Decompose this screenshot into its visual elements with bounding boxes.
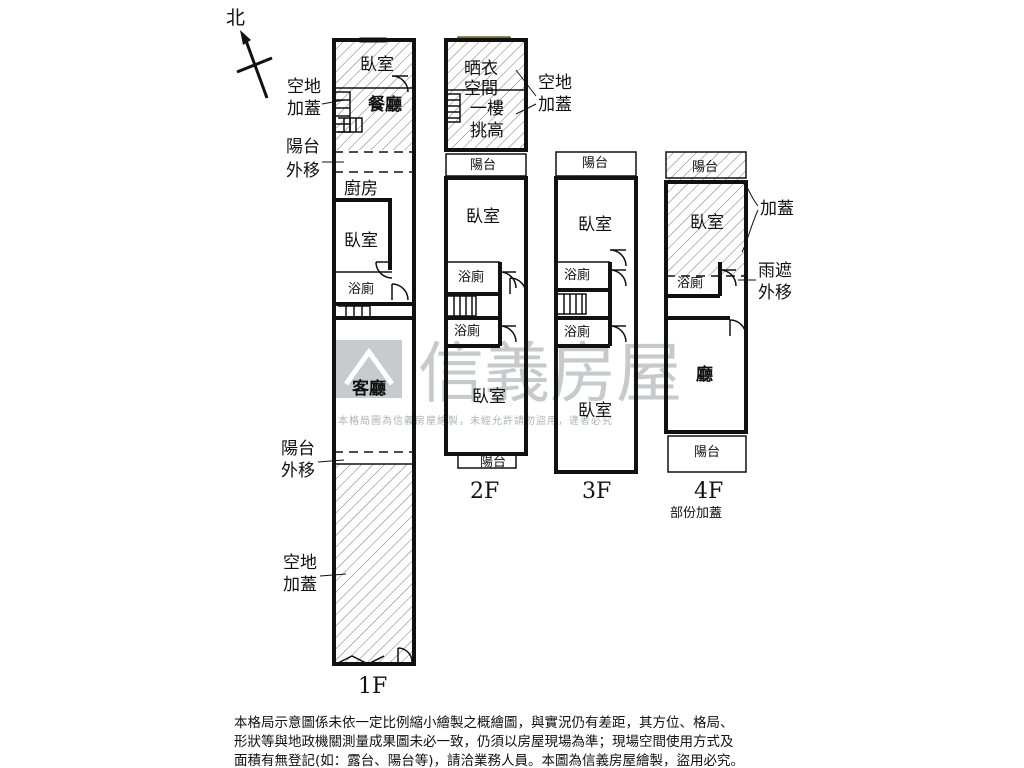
floor-label-2f: 2F bbox=[470, 479, 499, 504]
hatch-1f-bottom bbox=[334, 464, 414, 664]
north-crossbar-icon bbox=[236, 56, 273, 74]
room-2f-drying-b: 空間 bbox=[464, 79, 498, 99]
note-4f-canopy-a: 雨遮 bbox=[758, 261, 792, 281]
stairs-3f bbox=[558, 293, 587, 315]
room-1f-bedroom: 臥室 bbox=[360, 55, 394, 75]
note-1f-balcony-a: 陽台 bbox=[286, 137, 320, 157]
door-3f-bath2 bbox=[609, 325, 627, 343]
room-4f-bedroom: 臥室 bbox=[690, 213, 724, 233]
outer-wall-2f bbox=[444, 176, 528, 456]
room-2f-balcony-top: 陽台 bbox=[470, 158, 496, 173]
room-1f-dining: 餐廳 bbox=[368, 94, 402, 115]
stairs-2f bbox=[448, 295, 477, 317]
north-arrow-icon bbox=[243, 37, 269, 99]
leader-1f-open-bot bbox=[319, 573, 347, 577]
outer-wall-4f bbox=[664, 180, 748, 434]
leader-4f-added bbox=[741, 179, 759, 253]
note-2f-open-b: 加蓋 bbox=[538, 95, 572, 115]
floor-3f: 陽台 臥室 浴廁 浴廁 臥室 3F bbox=[554, 151, 638, 504]
floor-label-3f: 3F bbox=[582, 479, 611, 504]
room-1f-bedroom2: 臥室 bbox=[344, 231, 378, 251]
floor-1f: 臥室 餐廳 廚房 臥室 浴廁 客廳 空地 加蓋 陽台 外移 陽台 外移 空地 加… bbox=[281, 37, 416, 699]
room-1f-living: 客廳 bbox=[351, 378, 386, 399]
north-arrowhead-icon bbox=[240, 30, 251, 45]
balcony-4f-top bbox=[665, 151, 747, 179]
leader-2f-open-a bbox=[515, 69, 537, 97]
door-2f-bath2 bbox=[499, 325, 517, 343]
door-3f-bedroom bbox=[609, 249, 627, 267]
room-3f-bath1: 浴廁 bbox=[564, 267, 590, 283]
room-2f-bath2: 浴廁 bbox=[454, 323, 480, 339]
door-4f-bath bbox=[719, 269, 737, 287]
disclaimer: 本格局示意圖係未依一定比例縮小繪製之概繪圖，與實況仍有差距，其方位、格局、 形狀… bbox=[234, 714, 744, 768]
room-4f-bath: 浴廁 bbox=[677, 275, 703, 291]
floor-2f: 晒衣 空間 一樓 挑高 陽台 臥室 浴廁 浴廁 臥室 陽台 空地 加蓋 2F bbox=[444, 36, 572, 504]
room-4f-balcony-top: 陽台 bbox=[692, 160, 718, 175]
door-1f-entrance bbox=[397, 647, 413, 664]
watermark-notice: 本格局圖為信義房屋繪製，未經允許請勿盜用，違者必究 bbox=[338, 414, 613, 427]
room-4f-hall: 廳 bbox=[696, 364, 713, 385]
disclaimer-line-1: 本格局示意圖係未依一定比例縮小繪製之概繪圖，與實況仍有差距，其方位、格局、 bbox=[234, 714, 734, 731]
leader-1f-balcony2 bbox=[317, 459, 345, 463]
note-1f-balcony-b: 外移 bbox=[286, 161, 320, 181]
hatch-4f bbox=[666, 152, 746, 276]
gate-1f bbox=[335, 655, 385, 665]
door-4f-hall bbox=[729, 319, 747, 337]
wall-1f-bedroom2 bbox=[334, 198, 392, 270]
north-arrow: 北 bbox=[226, 7, 273, 99]
leader-2f-open-b bbox=[515, 103, 537, 115]
floor-sublabel-4f: 部份加蓋 bbox=[670, 506, 722, 521]
note-1f-open-b: 加蓋 bbox=[287, 99, 321, 119]
note-1f-balcony2-b: 外移 bbox=[281, 461, 315, 481]
room-2f-drying-a: 晒衣 bbox=[464, 59, 498, 79]
stairs-1f-bottom bbox=[338, 305, 371, 319]
note-1f-open-bot-b: 加蓋 bbox=[283, 575, 317, 595]
balcony-2f-bottom bbox=[457, 456, 517, 469]
room-4f-balcony-bot: 陽台 bbox=[694, 445, 720, 460]
floor-label-1f: 1F bbox=[358, 674, 387, 699]
note-1f-open-a: 空地 bbox=[287, 77, 321, 97]
note-1f-balcony2-a: 陽台 bbox=[281, 439, 315, 459]
room-2f-void-a: 一樓 bbox=[470, 99, 504, 119]
door-3f-bath1 bbox=[609, 269, 627, 287]
room-2f-bedroom: 臥室 bbox=[466, 207, 500, 227]
disclaimer-line-3: 面積有無登記(如：露台、陽台等)，請洽業務人員。本圖為信義房屋繪製，盜用必究。 bbox=[234, 752, 744, 768]
note-4f-canopy-b: 外移 bbox=[758, 283, 792, 303]
disclaimer-line-2: 形狀等與地政機關測量成果圖未必一致，仍須以房屋現場為準；現場空間使用方式及 bbox=[234, 733, 734, 750]
room-2f-void-b: 挑高 bbox=[470, 121, 504, 141]
room-1f-kitchen: 廚房 bbox=[344, 178, 378, 199]
stairs-1f-lower bbox=[338, 117, 363, 133]
note-1f-open-bot-a: 空地 bbox=[283, 553, 317, 573]
outer-wall-3f bbox=[554, 176, 638, 474]
note-4f-added: 加蓋 bbox=[760, 199, 794, 219]
room-2f-bedroom2: 臥室 bbox=[472, 387, 506, 407]
door-1f-bedroom2 bbox=[375, 261, 393, 279]
room-2f-bath1: 浴廁 bbox=[458, 269, 484, 285]
door-2f-bath1 bbox=[499, 271, 517, 289]
room-2f-balcony-bot: 陽台 bbox=[480, 455, 506, 470]
floor-4f: 陽台 臥室 浴廁 廳 陽台 加蓋 雨遮 外移 4F 部份加蓋 bbox=[664, 151, 794, 521]
room-3f-balcony-top: 陽台 bbox=[582, 156, 608, 171]
balcony-4f-bottom bbox=[667, 435, 747, 473]
watermark: 信義房屋 本格局圖為信義房屋繪製，未經允許請勿盜用，違者必究 bbox=[336, 335, 682, 427]
room-3f-bedroom2: 臥室 bbox=[578, 401, 612, 421]
room-1f-bath: 浴廁 bbox=[348, 281, 374, 297]
door-2f-hall bbox=[509, 277, 527, 295]
watermark-logo-mark-icon bbox=[343, 347, 395, 386]
floor-label-4f: 4F bbox=[694, 479, 723, 504]
note-2f-open-a: 空地 bbox=[538, 73, 572, 93]
outer-wall-1f bbox=[332, 38, 416, 666]
door-1f-bedroom bbox=[391, 75, 409, 93]
stairs-2f-upper bbox=[448, 93, 461, 123]
leader-1f-open-top bbox=[321, 99, 345, 105]
outer-wall-2f-upper bbox=[444, 38, 528, 152]
door-1f-bath bbox=[391, 283, 409, 301]
room-3f-bedroom: 臥室 bbox=[578, 215, 612, 235]
north-label: 北 bbox=[226, 7, 245, 29]
room-3f-bath2: 浴廁 bbox=[564, 324, 590, 340]
